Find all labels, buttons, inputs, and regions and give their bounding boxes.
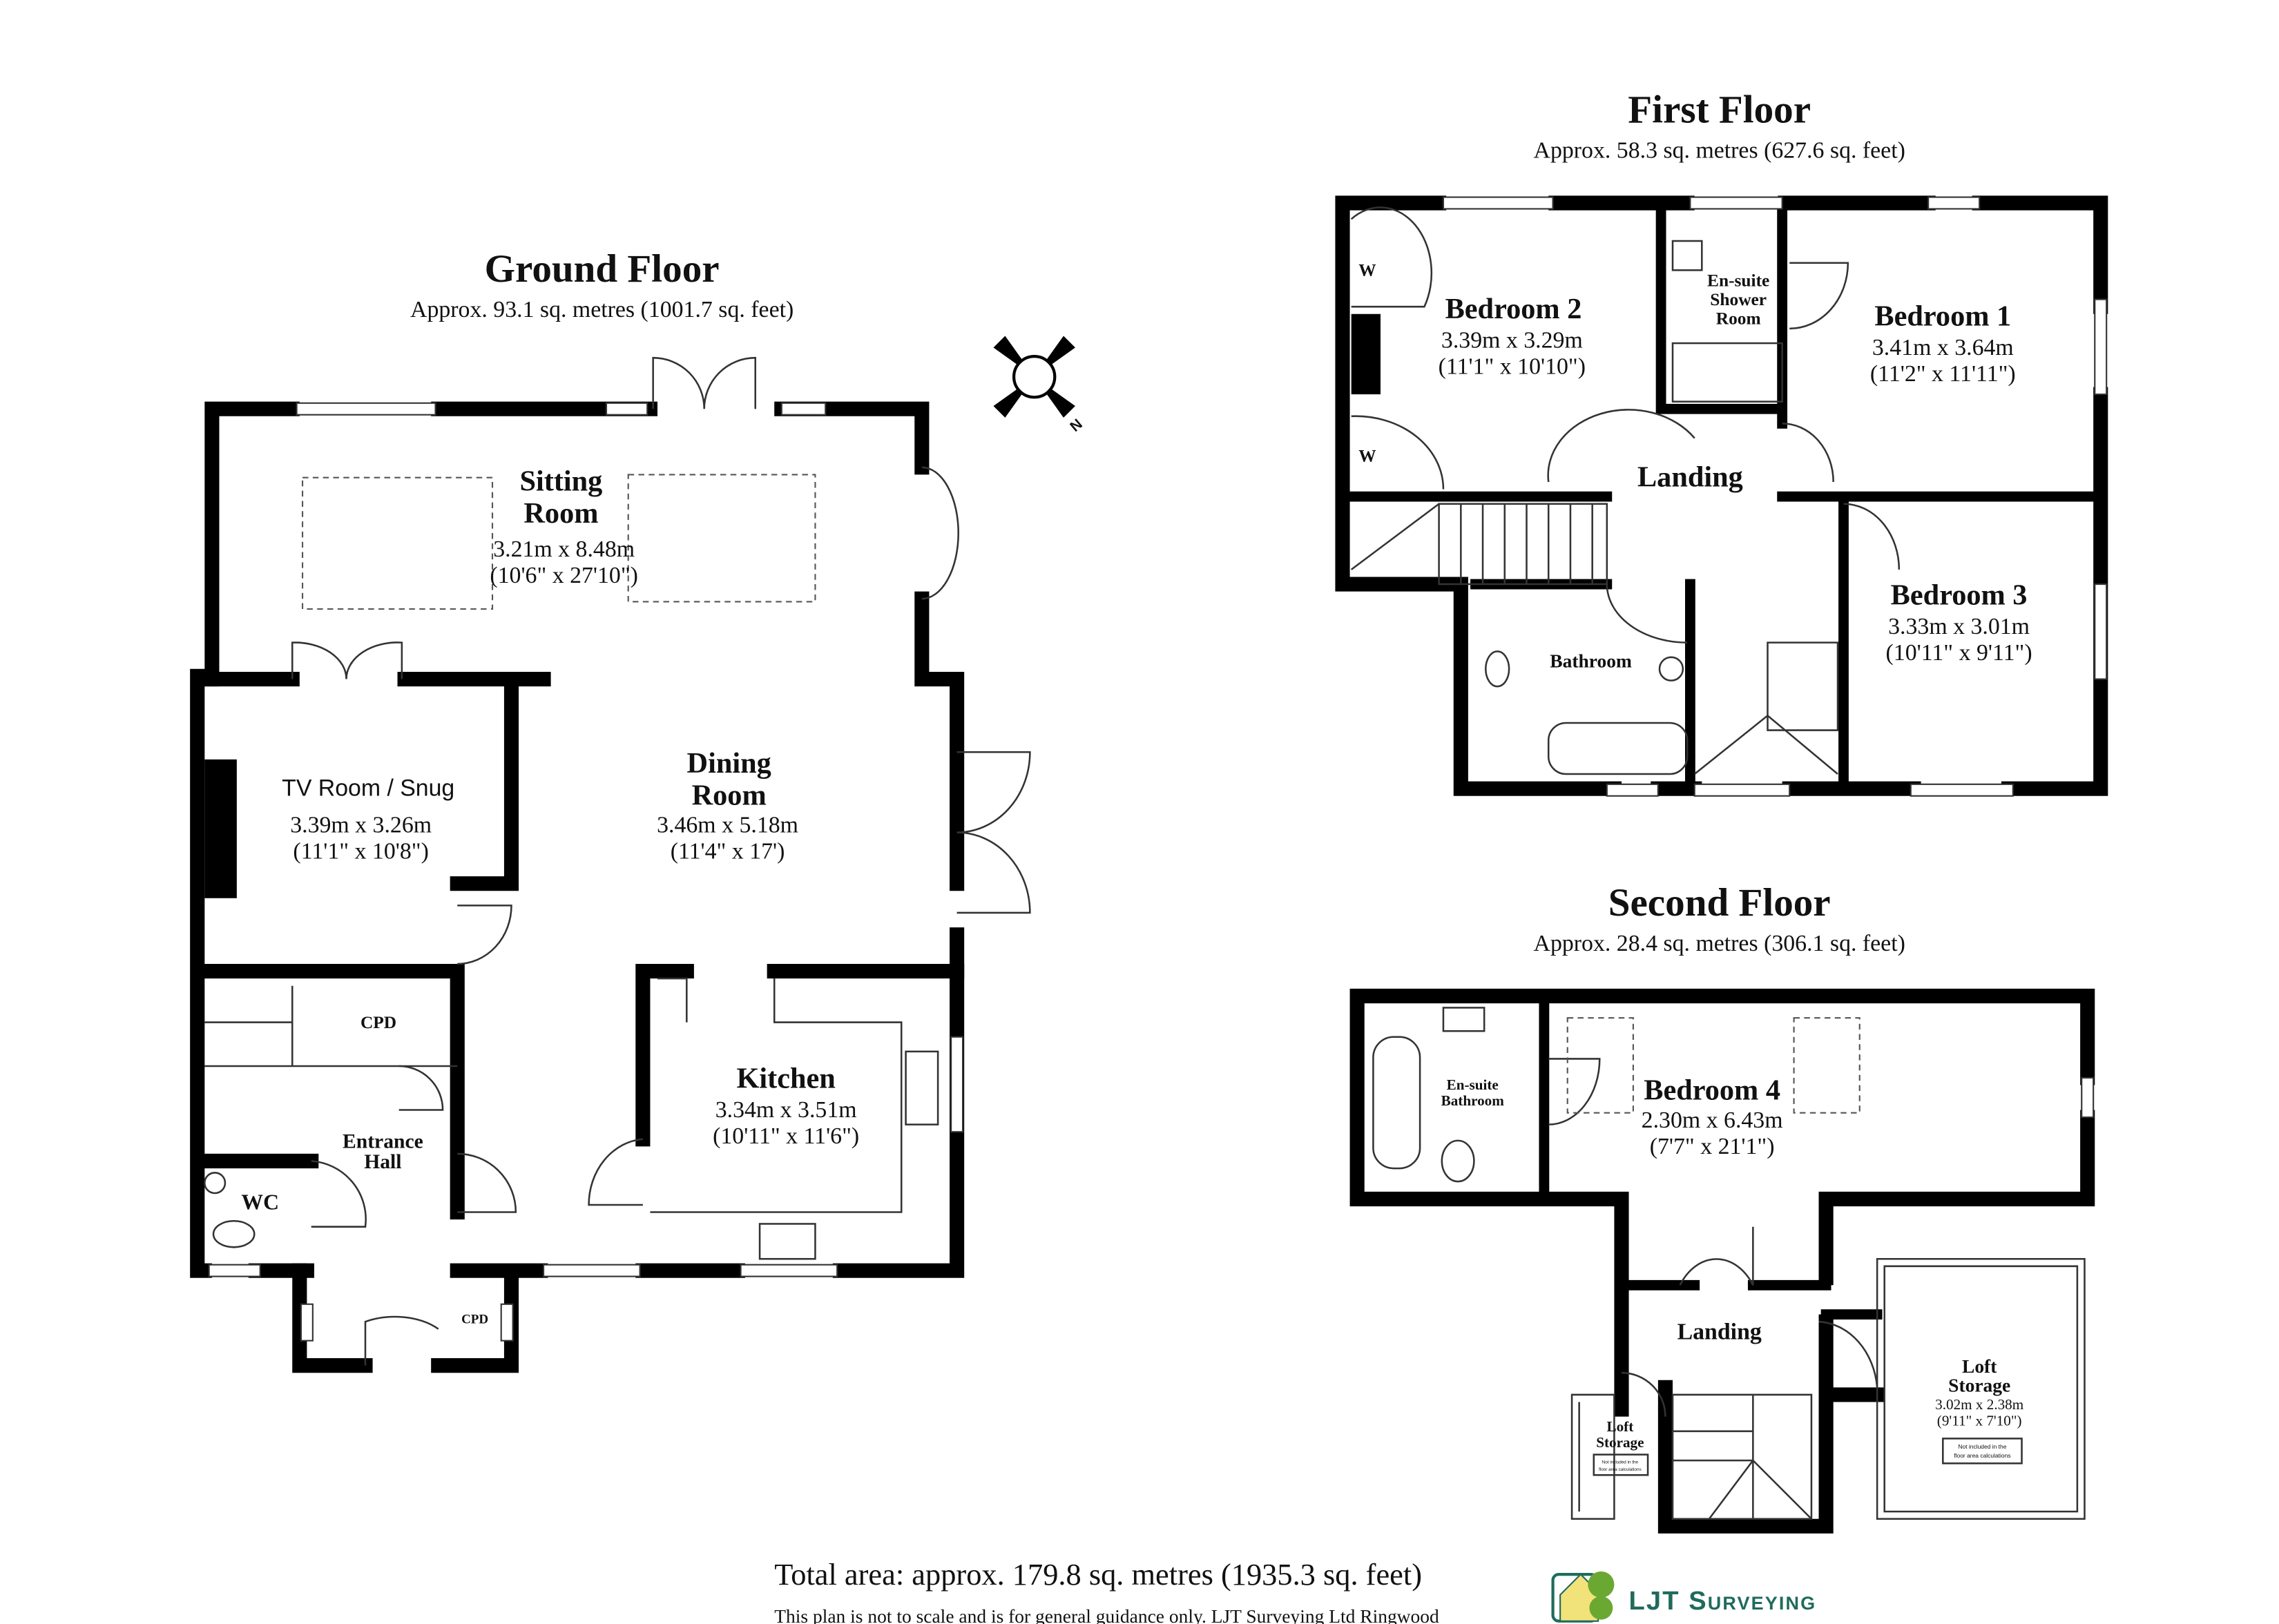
- sitting-room-name-1: Sitting: [519, 465, 602, 498]
- bedroom-3-metric: 3.33m x 3.01m: [1888, 614, 2030, 639]
- kitchen-name: Kitchen: [736, 1063, 835, 1095]
- loft-large-note-2: floor area calculations: [1954, 1452, 2010, 1459]
- wc-name: WC: [241, 1190, 279, 1214]
- total-area: Total area: approx. 179.8 sq. metres (19…: [774, 1557, 1422, 1592]
- entrance-hall-name-1: Entrance: [343, 1130, 423, 1152]
- bedroom-2-metric: 3.39m x 3.29m: [1441, 327, 1583, 353]
- tv-room-name: TV Room / Snug: [282, 775, 454, 802]
- ensuite-shower-name-3: Room: [1716, 309, 1761, 329]
- bedroom-4-imperial: (7'7" x 21'1"): [1650, 1134, 1775, 1159]
- ensuite-shower-name-2: Shower: [1710, 290, 1767, 309]
- bedroom-3-name: Bedroom 3: [1891, 579, 2028, 612]
- sitting-room-metric: 3.21m x 8.48m: [493, 536, 635, 562]
- sitting-room-name-2: Room: [523, 497, 598, 530]
- dining-room-metric: 3.46m x 5.18m: [657, 813, 798, 838]
- second-floor-title: Second Floor: [1608, 881, 1831, 925]
- dining-room-name-1: Dining: [687, 747, 771, 780]
- ensuite-shower-name-1: En-suite: [1707, 271, 1769, 291]
- bedroom-1-imperial: (11'2" x 11'11"): [1870, 361, 2016, 387]
- sitting-room-imperial: (10'6" x 27'10"): [490, 563, 638, 588]
- second-landing-name: Landing: [1677, 1320, 1762, 1345]
- compass-north-label: N: [1067, 416, 1085, 434]
- loft-large-name-2: Storage: [1948, 1375, 2010, 1396]
- kitchen-imperial: (10'11" x 11'6"): [713, 1123, 859, 1149]
- second-floor-area: Approx. 28.4 sq. metres (306.1 sq. feet): [1534, 931, 1905, 956]
- first-landing-name: Landing: [1637, 461, 1743, 493]
- first-floor-plan: First Floor Approx. 58.3 sq. metres (627…: [1335, 88, 2108, 797]
- ensuite-bathroom-name-1: En-suite: [1447, 1076, 1499, 1093]
- loft-large-imperial: (9'11" x 7'10"): [1937, 1412, 2022, 1429]
- loft-small-note-2: floor area calculations: [1599, 1467, 1642, 1472]
- entrance-hall-name-2: Hall: [364, 1151, 401, 1173]
- loft-large-note-1: Not included in the: [1958, 1443, 2006, 1450]
- cpd-name: CPD: [360, 1013, 396, 1032]
- tv-room-metric: 3.39m x 3.26m: [290, 813, 432, 838]
- porch-cpd-name: CPD: [461, 1312, 488, 1326]
- bathroom-name: Bathroom: [1550, 651, 1632, 672]
- bedroom-1-metric: 3.41m x 3.64m: [1872, 335, 2014, 360]
- loft-large-name-1: Loft: [1962, 1356, 1997, 1377]
- ljt-surveying-logo: LJT Surveying: [1551, 1571, 1817, 1623]
- disclaimer: This plan is not to scale and is for gen…: [774, 1606, 1439, 1624]
- loft-small-name-2: Storage: [1596, 1434, 1644, 1451]
- loft-small-note-1: Not included in the: [1602, 1460, 1639, 1464]
- ground-floor-area: Approx. 93.1 sq. metres (1001.7 sq. feet…: [410, 297, 794, 322]
- bedroom-2-name: Bedroom 2: [1445, 293, 1582, 325]
- tv-room-imperial: (11'1" x 10'8"): [293, 839, 428, 864]
- bedroom-1-name: Bedroom 1: [1874, 300, 2011, 333]
- ground-floor-walls: [190, 401, 965, 1373]
- wardrobe-1-label: W: [1358, 261, 1376, 280]
- ensuite-bathroom-name-2: Bathroom: [1441, 1092, 1505, 1109]
- ground-floor-title: Ground Floor: [485, 247, 720, 291]
- bedroom-4-name: Bedroom 4: [1644, 1074, 1780, 1107]
- ground-floor-plan: Ground Floor Approx. 93.1 sq. metres (10…: [190, 247, 1031, 1373]
- bedroom-3-imperial: (10'11" x 9'11"): [1886, 640, 2032, 666]
- wardrobe-2-label: W: [1358, 446, 1376, 465]
- bedroom-4-metric: 2.30m x 6.43m: [1642, 1108, 1783, 1133]
- second-floor-plan: Second Floor Approx. 28.4 sq. metres (30…: [1349, 881, 2095, 1534]
- loft-small-name-1: Loft: [1606, 1418, 1633, 1435]
- first-floor-area: Approx. 58.3 sq. metres (627.6 sq. feet): [1534, 137, 1905, 163]
- bedroom-2-imperial: (11'1" x 10'10"): [1439, 354, 1586, 379]
- compass-icon: N: [993, 336, 1086, 435]
- dining-room-imperial: (11'4" x 17'): [671, 839, 785, 864]
- logo-text: LJT Surveying: [1629, 1587, 1817, 1616]
- kitchen-metric: 3.34m x 3.51m: [715, 1097, 857, 1123]
- first-floor-title: First Floor: [1628, 88, 1811, 132]
- dining-room-name-2: Room: [692, 779, 767, 811]
- loft-large-metric: 3.02m x 2.38m: [1935, 1396, 2024, 1413]
